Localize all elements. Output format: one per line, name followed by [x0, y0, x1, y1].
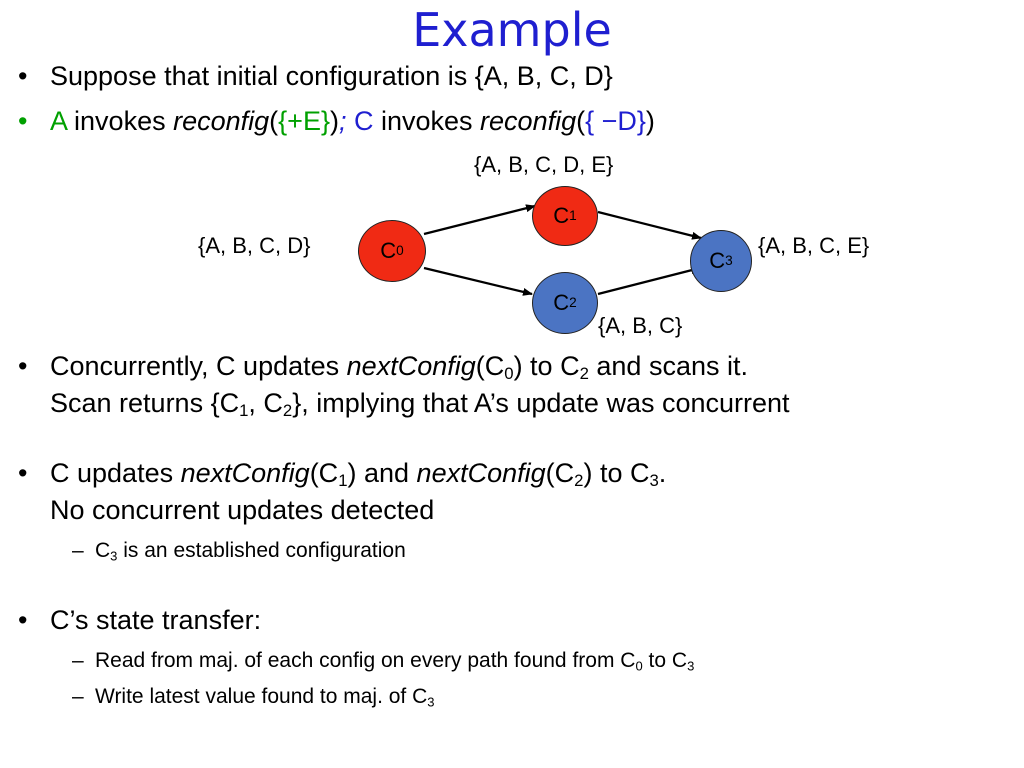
text: ) to C: [513, 351, 580, 381]
node-letter: C: [380, 238, 397, 263]
subscript: 0: [504, 364, 514, 384]
fn-nextconfig: nextConfig: [346, 351, 476, 381]
set-label-c0: {A, B, C, D}: [198, 233, 311, 258]
fn-reconfig: reconfig: [480, 106, 577, 136]
node-letter: C: [553, 203, 570, 228]
text: ): [645, 106, 655, 136]
bullet-c-updates: C updates nextConfig(C1) and nextConfig(…: [50, 457, 666, 489]
subscript: 3: [427, 694, 435, 710]
arg-remove-d: { −D}: [585, 106, 646, 136]
text: , C: [248, 388, 283, 418]
text: (C: [309, 458, 339, 488]
text: ) and: [347, 458, 417, 488]
text: C updates: [50, 458, 181, 488]
bullet-reconfig-invocations: A invokes reconfig({+E}); C invokes reco…: [50, 105, 655, 137]
semicolon: ;: [338, 106, 347, 136]
text: C: [95, 539, 111, 562]
subbullet-write-latest: Write latest value found to maj. of C3: [95, 684, 435, 710]
bullet-scan-returns: Scan returns {C1, C2}, implying that A’s…: [50, 387, 790, 419]
text: }, implying that A’s update was concurre…: [292, 388, 790, 418]
edge-c2-c3: [597, 266, 701, 296]
text: Concurrently, C updates: [50, 351, 347, 381]
node-letter: C: [709, 248, 726, 273]
dash-marker: –: [72, 539, 84, 562]
text: and scans it.: [588, 351, 748, 381]
text: ): [329, 106, 339, 136]
fn-nextconfig: nextConfig: [180, 458, 310, 488]
subbullet-read-majority: Read from maj. of each config on every p…: [95, 648, 694, 674]
subscript: 2: [574, 471, 584, 491]
bullet-marker: •: [18, 605, 28, 635]
process-a: A: [50, 106, 67, 136]
text: to C: [642, 649, 688, 672]
bullet-marker: •: [18, 351, 28, 381]
text: Read from maj. of each config on every p…: [95, 649, 636, 672]
bullet-marker: •: [18, 106, 28, 136]
fn-nextconfig: nextConfig: [416, 458, 546, 488]
dash-marker: –: [72, 685, 84, 708]
slide-title: Example: [412, 3, 612, 57]
text: invokes: [373, 106, 481, 136]
text: (: [269, 106, 279, 136]
text: (C: [545, 458, 575, 488]
process-c: C: [346, 106, 374, 136]
text: .: [658, 458, 667, 488]
text: is an established configuration: [117, 539, 406, 562]
subbullet-established: C3 is an established configuration: [95, 538, 406, 564]
text: ) to C: [583, 458, 650, 488]
subscript: 2: [282, 401, 293, 421]
subscript: 1: [338, 471, 348, 491]
subscript: 1: [239, 401, 249, 421]
bullet-state-transfer: C’s state transfer:: [50, 605, 262, 635]
subscript: 3: [649, 471, 659, 491]
set-label-c3: {A, B, C, E}: [758, 233, 870, 258]
set-label-c2: {A, B, C}: [598, 313, 683, 338]
bullet-marker: •: [18, 458, 28, 488]
subscript: 0: [635, 658, 643, 674]
text: (: [576, 106, 586, 136]
subscript: 3: [687, 658, 695, 674]
dash-marker: –: [72, 649, 84, 672]
edge-c0-c1: [423, 204, 536, 236]
subscript: 3: [110, 548, 118, 564]
bullet-initial-config: Suppose that initial configuration is {A…: [50, 61, 613, 91]
text: Write latest value found to maj. of C: [95, 685, 428, 708]
text: Scan returns {C: [50, 388, 240, 418]
bullet-concurrent-update: Concurrently, C updates nextConfig(C0) t…: [50, 350, 748, 382]
text: invokes: [66, 106, 174, 136]
node-letter: C: [553, 290, 570, 315]
bullet-marker: •: [18, 61, 28, 91]
bullet-no-concurrent: No concurrent updates detected: [50, 495, 435, 525]
subscript: 2: [579, 364, 589, 384]
set-label-c1: {A, B, C, D, E}: [474, 152, 614, 177]
arg-add-e: {+E}: [278, 106, 330, 136]
edge-c0-c2: [423, 266, 533, 296]
text: (C: [475, 351, 505, 381]
edge-c1-c3: [597, 210, 702, 240]
fn-reconfig: reconfig: [173, 106, 270, 136]
